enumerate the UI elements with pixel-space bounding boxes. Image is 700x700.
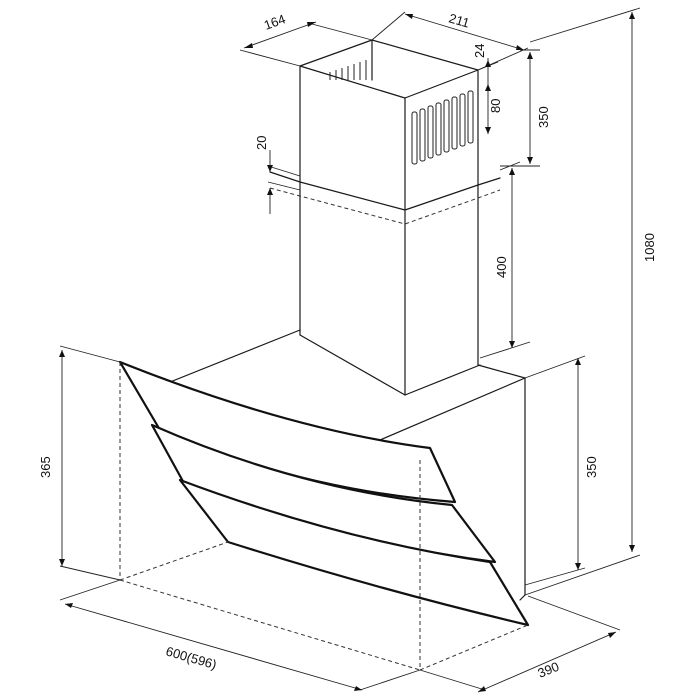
- dim-overlap: 20: [254, 136, 273, 214]
- dim-label-350-upper: 350: [536, 106, 551, 128]
- dim-upper-chimney: 350: [500, 49, 551, 167]
- dim-label-400: 400: [494, 256, 509, 278]
- dim-chimney-width: 211: [371, 10, 529, 71]
- dim-glass-height: 365: [38, 345, 121, 581]
- dim-label-80: 80: [488, 99, 503, 113]
- front-vent-slots: [411, 90, 474, 165]
- dim-vent-offset: 24: [472, 44, 499, 84]
- dim-label-24: 24: [472, 44, 487, 58]
- upper-chimney: [299, 39, 479, 396]
- dim-label-365: 365: [38, 456, 53, 478]
- dim-label-350-lower: 350: [584, 456, 599, 478]
- dim-label-390: 390: [536, 659, 562, 681]
- inner-vent-slots: [329, 60, 367, 80]
- dim-vent-height: 80: [485, 84, 503, 134]
- dim-label-1080: 1080: [642, 233, 657, 262]
- dim-label-211: 211: [447, 10, 471, 30]
- dim-label-20: 20: [254, 136, 269, 150]
- glass-panel-bottom: [178, 478, 530, 627]
- dim-label-600: 600(596): [164, 643, 218, 672]
- dim-lower-chimney: 400: [479, 161, 531, 359]
- floor-projection: [119, 362, 529, 671]
- dim-label-164: 164: [262, 11, 288, 33]
- dim-body-height: 350: [524, 355, 599, 586]
- dim-width: 600(596): [59, 579, 421, 691]
- dim-chimney-depth: 164: [239, 11, 373, 67]
- dim-total-height: 1080: [524, 7, 657, 596]
- chimney-joint: [267, 165, 501, 225]
